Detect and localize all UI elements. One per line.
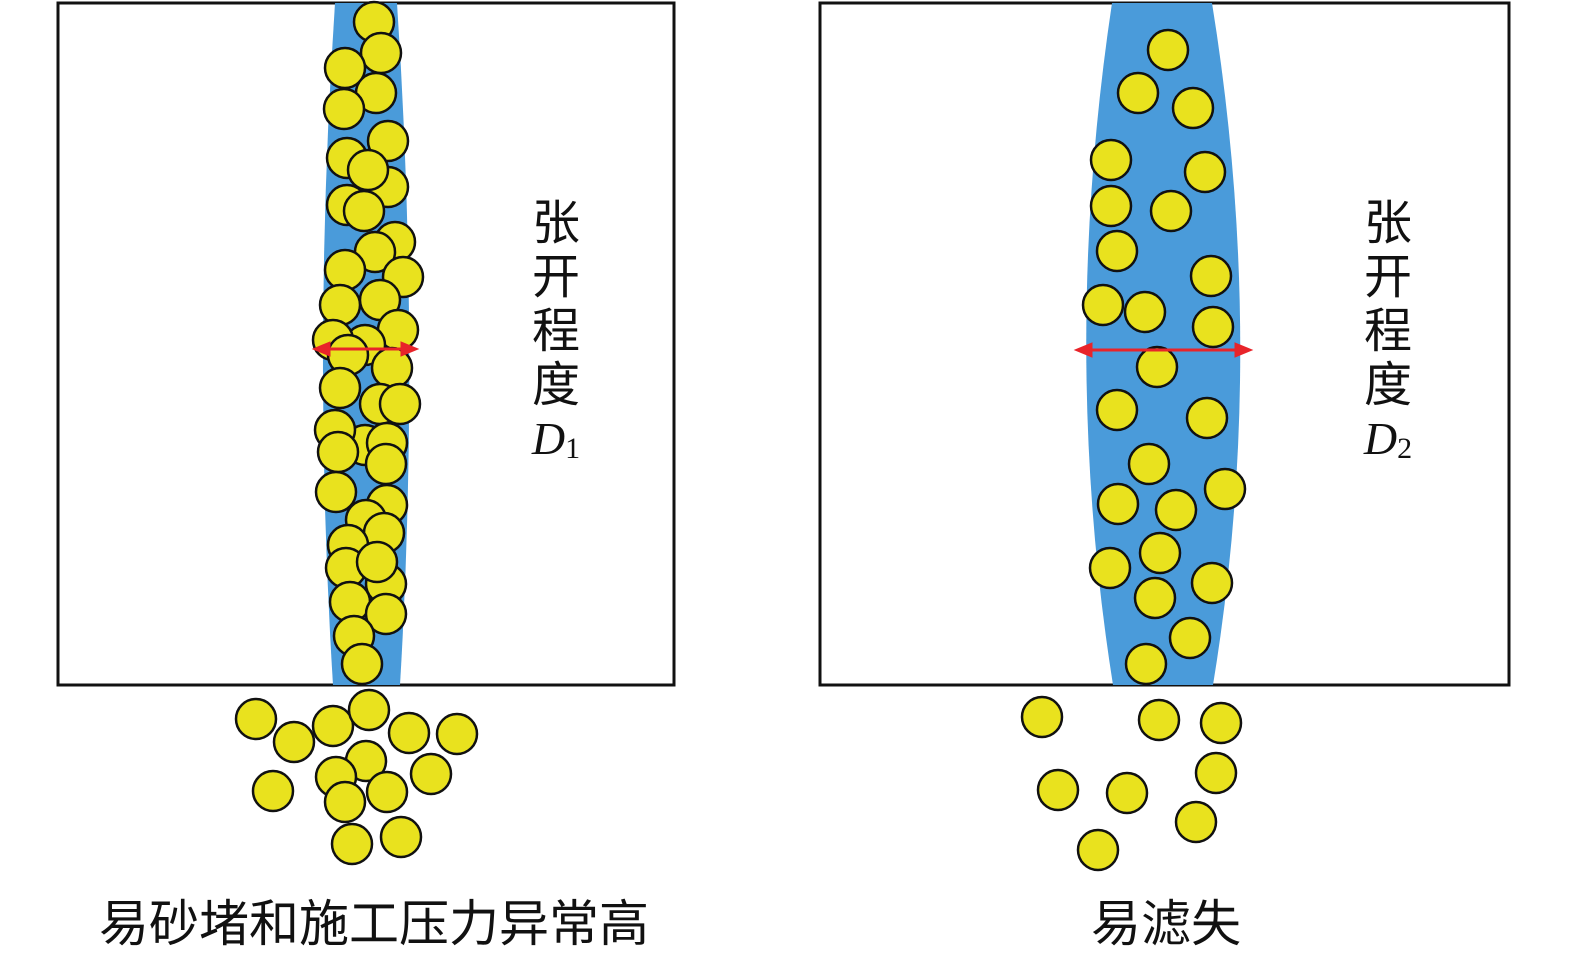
proppant-particle (387, 711, 431, 755)
proppant-particle (234, 697, 278, 741)
right-caption: 易滤失 (1091, 895, 1241, 953)
proppant-particle (1154, 488, 1198, 532)
subscript: 1 (565, 432, 581, 465)
proppant-particle (1174, 800, 1218, 844)
proppant-particle (364, 442, 408, 486)
width-symbol-d2: D2 (1358, 412, 1418, 476)
label-char: 程 (531, 303, 580, 359)
proppant-particle (1096, 482, 1140, 526)
left-aperture-label: 张 开 程 度 D1 (526, 196, 586, 476)
proppant-particle (323, 780, 367, 824)
proppant-particle (364, 592, 408, 636)
proppant-particle (347, 688, 391, 732)
label-char: 度 (531, 357, 580, 413)
proppant-particle (409, 752, 453, 796)
label-char: 开 (1363, 249, 1412, 305)
proppant-particle (1168, 616, 1212, 660)
proppant-particle (318, 283, 362, 327)
proppant-particle (316, 430, 360, 474)
proppant-particle (322, 87, 366, 131)
label-char: 张 (531, 195, 580, 251)
proppant-particle (1036, 768, 1080, 812)
proppant-particle (1127, 442, 1171, 486)
proppant-particle (311, 704, 355, 748)
left-caption: 易砂堵和施工压力异常高 (99, 895, 649, 953)
proppant-particle (1020, 695, 1064, 739)
proppant-particle (435, 712, 479, 756)
proppant-particle (251, 769, 295, 813)
proppant-particle (1138, 531, 1182, 575)
proppant-particle (1149, 189, 1193, 233)
proppant-particle (1171, 86, 1215, 130)
symbol: D (1363, 413, 1398, 464)
left-panel (56, 0, 676, 866)
proppant-particle (340, 642, 384, 686)
proppant-particle (1146, 28, 1190, 72)
width-symbol-d1: D1 (526, 412, 586, 476)
proppant-particle (1081, 283, 1125, 327)
proppant-particle (379, 815, 423, 859)
proppant-particle (272, 720, 316, 764)
proppant-particle (346, 148, 390, 192)
subscript: 2 (1397, 432, 1413, 465)
proppant-particle (1191, 305, 1235, 349)
proppant-particle (323, 248, 367, 292)
proppant-particle (355, 540, 399, 584)
proppant-particle (318, 366, 362, 410)
proppant-particle (1183, 150, 1227, 194)
symbol: D (531, 413, 566, 464)
proppant-particle (366, 119, 410, 163)
left-width-arrow (311, 341, 420, 357)
proppant-particle (1089, 138, 1133, 182)
proppant-particle (359, 31, 403, 75)
proppant-particle (1185, 396, 1229, 440)
right-panel (818, 1, 1511, 872)
right-width-arrow (1073, 342, 1254, 358)
proppant-particle (342, 189, 386, 233)
proppant-particle (1124, 642, 1168, 686)
proppant-particle (1203, 467, 1247, 511)
proppant-particle (1095, 229, 1139, 273)
proppant-particle (1190, 561, 1234, 605)
label-char: 张 (1363, 195, 1412, 251)
proppant-particle (1199, 701, 1243, 745)
proppant-particle (1135, 345, 1179, 389)
proppant-particle (330, 822, 374, 866)
proppant-particle (378, 382, 422, 426)
proppant-particle (1123, 290, 1167, 334)
label-char: 程 (1363, 303, 1412, 359)
proppant-particle (1089, 184, 1133, 228)
proppant-particle (1137, 698, 1181, 742)
label-char: 度 (1363, 357, 1412, 413)
proppant-particle (1116, 71, 1160, 115)
proppant-particle (1105, 771, 1149, 815)
proppant-particle (1088, 546, 1132, 590)
right-aperture-label: 张 开 程 度 D2 (1358, 196, 1418, 476)
proppant-particle (314, 470, 358, 514)
proppant-particle (365, 770, 409, 814)
proppant-particle (1194, 751, 1238, 795)
proppant-particle (1133, 576, 1177, 620)
label-char: 开 (531, 249, 580, 305)
proppant-particle (1095, 388, 1139, 432)
proppant-particle (1189, 254, 1233, 298)
proppant-particle (1076, 828, 1120, 872)
